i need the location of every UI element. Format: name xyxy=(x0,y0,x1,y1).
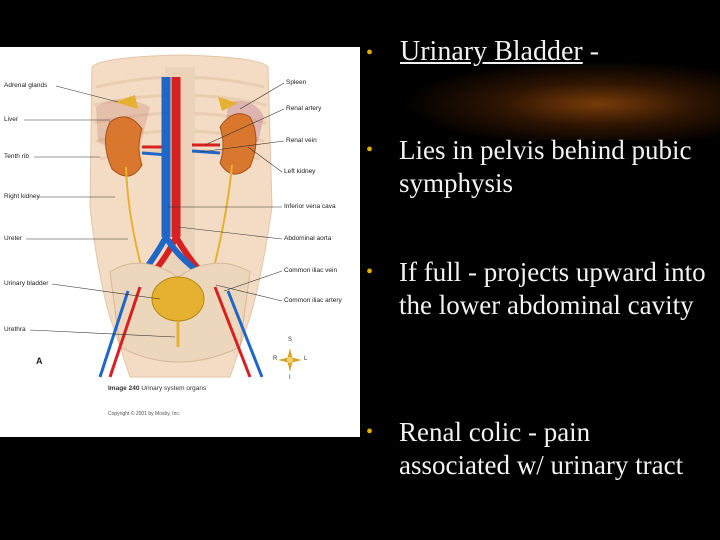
title-suffix: - xyxy=(589,36,600,67)
anatomy-drawing xyxy=(24,54,302,378)
bullet-item-full-bladder: • If full - projects upward into the low… xyxy=(366,256,706,322)
compass-right: R xyxy=(273,356,278,362)
urinary-system-illustration: Adrenal glands Liver Tenth rib Right kid… xyxy=(0,47,360,437)
label-common-iliac-artery: Common iliac artery xyxy=(284,297,342,304)
label-ureter: Ureter xyxy=(4,235,23,242)
figure-copyright: Copyright © 2001 by Mosby, Inc. xyxy=(108,411,181,417)
bullet-item-pelvis: • Lies in pelvis behind pubic symphysis xyxy=(366,134,706,200)
label-abdominal-aorta: Abdominal aorta xyxy=(284,235,332,242)
title-text: Urinary Bladder xyxy=(400,36,583,67)
compass-superior: S xyxy=(288,337,293,343)
bullet-icon: • xyxy=(366,421,374,443)
label-spleen: Spleen xyxy=(286,79,307,86)
label-inferior-vena-cava: Inferior vena cava xyxy=(284,203,336,210)
label-renal-vein: Renal vein xyxy=(286,137,317,144)
compass-inferior: I xyxy=(289,375,291,381)
slide-title: • Urinary Bladder - xyxy=(366,36,599,68)
label-adrenal-glands: Adrenal glands xyxy=(4,82,48,89)
label-left-kidney: Left kidney xyxy=(284,168,316,175)
panel-letter: A xyxy=(36,356,43,366)
bullet-item-renal-colic: • Renal colic - pain associated w/ urina… xyxy=(366,416,706,482)
bullet-icon: • xyxy=(366,261,374,283)
caption-text: Urinary system organs xyxy=(141,385,207,392)
label-tenth-rib: Tenth rib xyxy=(4,153,29,160)
bullet-text: Lies in pelvis behind pubic symphysis xyxy=(399,135,692,198)
label-liver: Liver xyxy=(4,116,19,123)
bullet-text: If full - projects upward into the lower… xyxy=(399,257,706,320)
label-right-kidney: Right kidney xyxy=(4,193,40,200)
figure-caption: Image 240 Urinary system organs xyxy=(108,385,206,392)
label-urinary-bladder: Urinary bladder xyxy=(4,280,49,287)
label-common-iliac-vein: Common iliac vein xyxy=(284,267,338,274)
title-glow xyxy=(400,60,720,140)
compass-left: L xyxy=(304,356,308,362)
label-urethra: Urethra xyxy=(4,326,26,333)
caption-number: Image 240 xyxy=(108,385,140,392)
label-renal-artery: Renal artery xyxy=(286,105,322,112)
bullet-text: Renal colic - pain associated w/ urinary… xyxy=(399,417,684,480)
bullet-icon: • xyxy=(366,139,374,161)
bullet-icon: • xyxy=(366,42,374,65)
